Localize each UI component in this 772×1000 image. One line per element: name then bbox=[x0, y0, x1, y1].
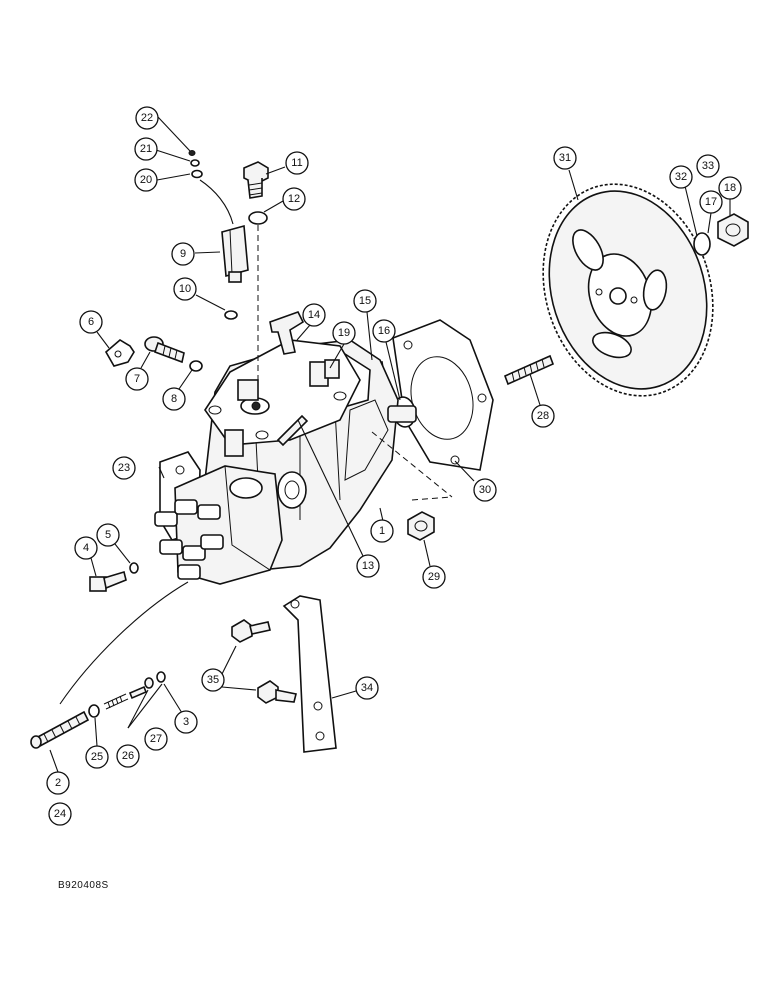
leader-lines bbox=[49, 116, 731, 773]
svg-text:22: 22 bbox=[141, 112, 153, 124]
svg-text:33: 33 bbox=[702, 160, 714, 172]
callout-14: 14 bbox=[302, 303, 326, 327]
svg-text:13: 13 bbox=[362, 560, 374, 572]
svg-text:32: 32 bbox=[675, 171, 687, 183]
callout-26: 26 bbox=[116, 744, 140, 768]
svg-text:20: 20 bbox=[140, 174, 152, 186]
solenoid-drawing bbox=[188, 150, 249, 283]
callout-21: 21 bbox=[134, 137, 158, 161]
svg-text:9: 9 bbox=[180, 248, 186, 260]
svg-text:18: 18 bbox=[724, 182, 736, 194]
svg-text:30: 30 bbox=[479, 484, 491, 496]
callout-27: 27 bbox=[144, 727, 168, 751]
callout-1: 1 bbox=[370, 519, 394, 543]
callout-33: 33 bbox=[696, 154, 720, 178]
delivery-valve-holders bbox=[154, 499, 224, 580]
callout-10: 10 bbox=[173, 277, 197, 301]
callout-23: 23 bbox=[112, 456, 136, 480]
callout-7: 7 bbox=[125, 367, 149, 391]
callout-25: 25 bbox=[85, 745, 109, 769]
banjo-bolt-drawing bbox=[224, 161, 269, 320]
callout-24: 24 bbox=[48, 802, 72, 826]
svg-text:17: 17 bbox=[705, 196, 717, 208]
callout-3: 3 bbox=[174, 710, 198, 734]
callout-19: 19 bbox=[332, 321, 356, 345]
svg-text:34: 34 bbox=[361, 682, 373, 694]
callout-32: 32 bbox=[669, 165, 693, 189]
callout-9: 9 bbox=[171, 242, 195, 266]
callout-35: 35 bbox=[201, 668, 225, 692]
svg-text:35: 35 bbox=[207, 674, 219, 686]
alignment-line bbox=[371, 431, 453, 501]
svg-text:15: 15 bbox=[359, 295, 371, 307]
svg-text:11: 11 bbox=[291, 157, 302, 169]
nut-29-drawing bbox=[407, 511, 435, 541]
svg-text:1: 1 bbox=[379, 525, 385, 537]
svg-text:3: 3 bbox=[183, 716, 189, 728]
svg-text:16: 16 bbox=[378, 325, 390, 337]
callout-30: 30 bbox=[473, 478, 497, 502]
svg-text:24: 24 bbox=[54, 808, 66, 820]
svg-text:28: 28 bbox=[537, 410, 549, 422]
bracket-drawing bbox=[231, 595, 337, 753]
callout-15: 15 bbox=[353, 289, 377, 313]
callout-22: 22 bbox=[135, 106, 159, 130]
svg-text:4: 4 bbox=[83, 542, 89, 554]
callout-18: 18 bbox=[718, 176, 742, 200]
callout-4: 4 bbox=[74, 536, 98, 560]
svg-text:31: 31 bbox=[559, 152, 571, 164]
callout-28: 28 bbox=[531, 404, 555, 428]
bolt-4-drawing bbox=[89, 562, 139, 592]
svg-text:23: 23 bbox=[118, 462, 130, 474]
stud-drawing bbox=[503, 354, 555, 386]
svg-text:14: 14 bbox=[308, 309, 320, 321]
svg-text:27: 27 bbox=[150, 733, 162, 745]
svg-text:2: 2 bbox=[55, 777, 61, 789]
svg-text:10: 10 bbox=[179, 283, 191, 295]
svg-text:29: 29 bbox=[428, 571, 440, 583]
svg-text:5: 5 bbox=[105, 529, 111, 541]
callout-5: 5 bbox=[96, 523, 120, 547]
callout-31: 31 bbox=[553, 146, 577, 170]
callout-11: 11 bbox=[285, 151, 309, 175]
gear-drawing bbox=[542, 183, 714, 397]
pump-body-drawing bbox=[154, 311, 417, 585]
nut-and-washer-drawing bbox=[693, 213, 749, 256]
svg-text:26: 26 bbox=[122, 750, 134, 762]
screw-bracket-drawing bbox=[104, 336, 203, 372]
gasket-drawing bbox=[392, 319, 494, 471]
callout-34: 34 bbox=[355, 676, 379, 700]
callout-8: 8 bbox=[162, 387, 186, 411]
svg-text:8: 8 bbox=[171, 393, 177, 405]
svg-text:12: 12 bbox=[288, 193, 300, 205]
callout-6: 6 bbox=[79, 310, 103, 334]
svg-text:7: 7 bbox=[134, 373, 140, 385]
callout-13: 13 bbox=[356, 554, 380, 578]
svg-text:25: 25 bbox=[91, 751, 103, 763]
callout-29: 29 bbox=[422, 565, 446, 589]
callout-17: 17 bbox=[699, 190, 723, 214]
callout-2: 2 bbox=[46, 771, 70, 795]
delivery-valve-parts-drawing bbox=[30, 581, 189, 749]
svg-text:19: 19 bbox=[338, 327, 350, 339]
figure-id-label: B920408S bbox=[58, 880, 109, 891]
svg-text:21: 21 bbox=[140, 143, 152, 155]
callout-12: 12 bbox=[282, 187, 306, 211]
callout-16: 16 bbox=[372, 319, 396, 343]
callout-20: 20 bbox=[134, 168, 158, 192]
svg-text:6: 6 bbox=[88, 316, 94, 328]
